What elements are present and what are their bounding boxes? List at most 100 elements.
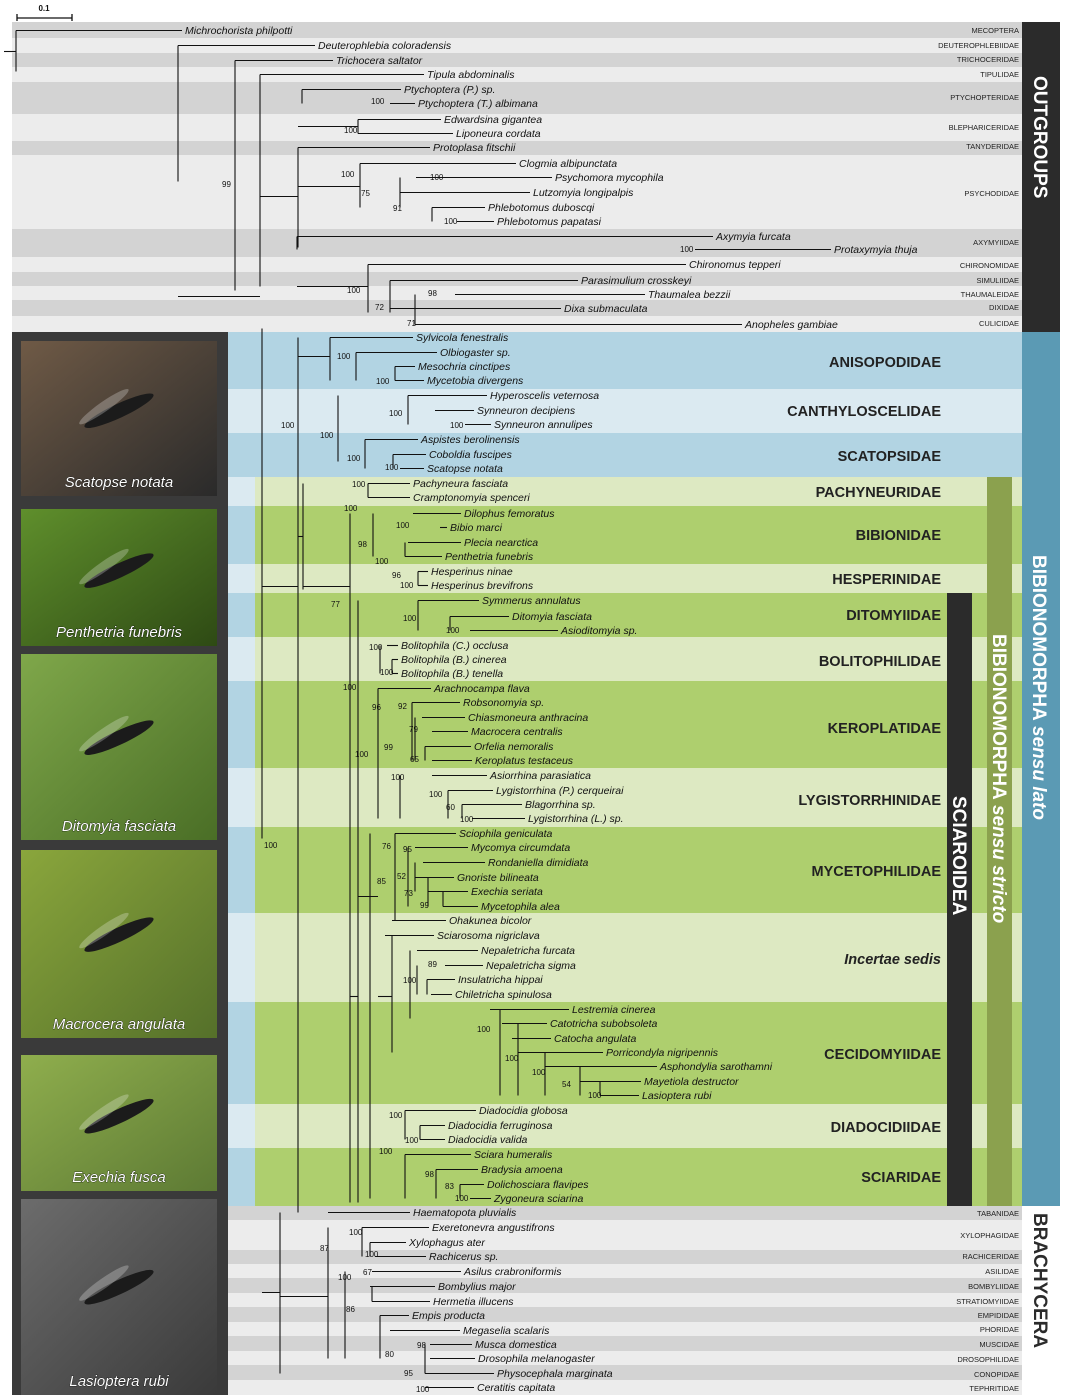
scale-bar-label: 0.1 [38, 4, 50, 13]
taxon-label: Tipula abdominalis [427, 69, 515, 81]
insect-body-icon [84, 393, 154, 429]
taxon-label: Dixa submaculata [564, 303, 648, 315]
band-bibionomorpha-ss [255, 827, 1022, 913]
bootstrap-value: 100 [403, 614, 417, 623]
taxon-label: Mycomya circumdata [471, 842, 570, 854]
band-outgroup [12, 141, 1022, 155]
bootstrap-value: 100 [375, 557, 389, 566]
band-bibionomorpha-ss [255, 506, 1022, 564]
bootstrap-value: 85 [377, 877, 386, 886]
insect-body-icon [84, 917, 154, 952]
family-label: TRICHOCERIDAE [957, 55, 1019, 64]
family-label: STRATIOMYIIDAE [956, 1297, 1019, 1306]
family-label: HESPERINIDAE [832, 572, 941, 588]
family-label: DROSOPHILIDAE [957, 1355, 1019, 1364]
bootstrap-value: 100 [347, 454, 361, 463]
band-bibionomorpha-ss [255, 1002, 1022, 1104]
taxon-label: Haematopota pluvialis [413, 1207, 517, 1219]
taxon-label: Ptychoptera (P.) sp. [404, 84, 495, 96]
taxon-label: Asioditomyia sp. [560, 625, 637, 637]
bootstrap-value: 100 [477, 1025, 491, 1034]
family-label: CECIDOMYIIDAE [824, 1047, 941, 1063]
bootstrap-value: 100 [320, 431, 334, 440]
taxon-label: Pachyneura fasciata [413, 478, 508, 490]
band-brachycera [228, 1264, 1022, 1278]
bootstrap-value: 54 [562, 1080, 571, 1089]
bootstrap-value: 100 [264, 841, 278, 850]
taxon-label: Exeretonevra angustifrons [432, 1222, 555, 1234]
bootstrap-value: 52 [397, 872, 406, 881]
family-label: DIXIDAE [989, 303, 1019, 312]
bootstrap-value: 100 [416, 1385, 430, 1394]
bootstrap-value: 73 [404, 889, 413, 898]
band-basal-bibionomorpha [228, 433, 1022, 477]
insect-body-icon [84, 1269, 154, 1305]
clade-label-part: BRACHYCERA [1029, 1213, 1050, 1348]
family-label: ANISOPODIDAE [829, 355, 941, 371]
photo-caption: Scatopse notata [65, 474, 173, 491]
bibionomorpha-ss-label: BIBIONOMORPHA sensu stricto [988, 634, 1009, 923]
insect-wing-icon [79, 388, 129, 425]
taxon-label: Ptychoptera (T.) albimana [418, 98, 538, 110]
band-brachycera [228, 1293, 1022, 1307]
bootstrap-value: 100 [349, 1228, 363, 1237]
bootstrap-value: 100 [588, 1091, 602, 1100]
clade-label-part: OUTGROUPS [1029, 76, 1050, 198]
bootstrap-value: 100 [281, 421, 295, 430]
band-outgroup [12, 272, 1022, 286]
bootstrap-value: 100 [391, 773, 405, 782]
family-label: AXYMYIIDAE [973, 238, 1019, 247]
bootstrap-value: 87 [320, 1244, 329, 1253]
taxon-label: Macrocera centralis [471, 726, 563, 738]
family-label: MYCETOPHILIDAE [812, 864, 942, 880]
bootstrap-value: 100 [400, 581, 414, 590]
sciaroidea-bar [947, 593, 972, 1206]
taxon-label: Phlebotomus duboscqi [488, 202, 595, 214]
bootstrap-value: 100 [455, 1194, 469, 1203]
family-label: MUSCIDAE [979, 1340, 1019, 1349]
taxon-label: Clogmia albipunctata [519, 158, 617, 170]
bootstrap-value: 100 [446, 626, 460, 635]
taxon-label: Cramptonomyia spenceri [413, 492, 530, 504]
taxon-label: Bibio marci [450, 522, 503, 534]
bootstrap-value: 89 [428, 960, 437, 969]
insect-body-icon [84, 553, 154, 588]
family-label: BOLITOPHILIDAE [819, 654, 942, 670]
photo-caption: Ditomyia fasciata [62, 818, 176, 835]
bootstrap-value: 100 [389, 1111, 403, 1120]
bootstrap-value: 91 [393, 204, 402, 213]
clade-label-part: SCIAROIDEA [948, 796, 969, 916]
family-label: BLEPHARICERIDAE [949, 123, 1019, 132]
taxon-label: Michrochorista philpotti [185, 25, 293, 37]
taxon-label: Synneuron decipiens [477, 405, 576, 417]
band-brachycera [228, 1307, 1022, 1322]
bootstrap-value: 76 [382, 842, 391, 851]
taxon-label: Diadocidia valida [448, 1134, 528, 1146]
taxon-label: Edwardsina gigantea [444, 114, 542, 126]
family-label: PTYCHOPTERIDAE [950, 93, 1019, 102]
band-brachycera [228, 1206, 1022, 1220]
bootstrap-value: 100 [338, 1273, 352, 1282]
family-label: CANTHYLOSCELIDAE [787, 404, 941, 420]
photo-6 [21, 1199, 217, 1395]
taxon-label: Catotricha subobsoleta [550, 1018, 658, 1030]
taxon-label: Trichocera saltator [336, 55, 423, 67]
taxon-label: Mayetiola destructor [644, 1076, 739, 1088]
bootstrap-value: 98 [428, 289, 437, 298]
taxon-label: Sylvicola fenestralis [416, 332, 509, 344]
family-label: TABANIDAE [977, 1209, 1019, 1218]
bootstrap-value: 99 [420, 901, 429, 910]
taxon-label: Protaxymyia thuja [834, 244, 918, 256]
taxon-label: Lestremia cinerea [572, 1004, 656, 1016]
taxon-label: Rondaniella dimidiata [488, 857, 589, 869]
taxon-label: Liponeura cordata [456, 128, 541, 140]
bootstrap-value: 77 [331, 600, 340, 609]
bootstrap-value: 100 [396, 521, 410, 530]
taxon-label: Nepaletricha furcata [481, 945, 575, 957]
band-outgroup [12, 229, 1022, 257]
band-basal-bibionomorpha [228, 389, 1022, 433]
photo-caption: Exechia fusca [72, 1169, 165, 1186]
brachycera-label: BRACHYCERA [1029, 1213, 1050, 1348]
photo-1 [21, 341, 217, 496]
band-brachycera [228, 1351, 1022, 1365]
